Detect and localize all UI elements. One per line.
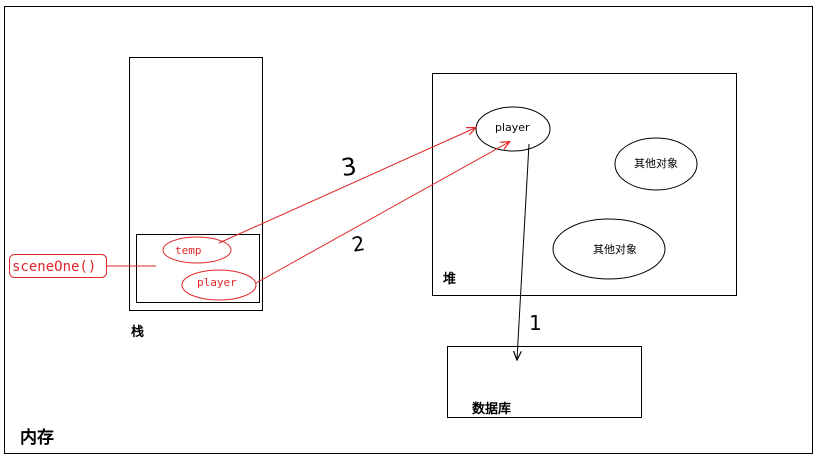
memory-label: 内存 — [20, 427, 54, 448]
heap-object-player-label: player — [495, 121, 530, 134]
heap-object-other-2-label: 其他对象 — [593, 242, 637, 256]
heap-object-other-1 — [614, 137, 698, 191]
database-frame — [447, 346, 642, 418]
method-label-box — [9, 254, 107, 278]
arrow-temp-to-player — [218, 128, 475, 244]
stack-label: 栈 — [131, 324, 144, 340]
heap-frame — [432, 73, 737, 296]
database-label: 数据库 — [472, 401, 511, 417]
annotation-3: 3 — [339, 152, 358, 182]
method-label: sceneOne() — [12, 259, 96, 275]
annotation-2: 2 — [350, 231, 367, 257]
heap-object-other-2 — [552, 218, 666, 280]
annotation-1: 1 — [529, 311, 542, 335]
heap-object-other-1-label: 其他对象 — [634, 156, 678, 170]
stack-var-player — [181, 269, 257, 301]
stack-var-player-label: player — [197, 276, 237, 289]
stack-frame-method — [136, 234, 260, 303]
memory-frame — [4, 6, 813, 454]
arrow-player-to-player — [255, 142, 509, 284]
arrow-player-to-database — [517, 143, 530, 359]
stack-frame — [129, 57, 263, 311]
stack-var-temp-label: temp — [175, 244, 202, 257]
stack-var-temp — [162, 236, 232, 264]
heap-label: 堆 — [443, 271, 456, 287]
